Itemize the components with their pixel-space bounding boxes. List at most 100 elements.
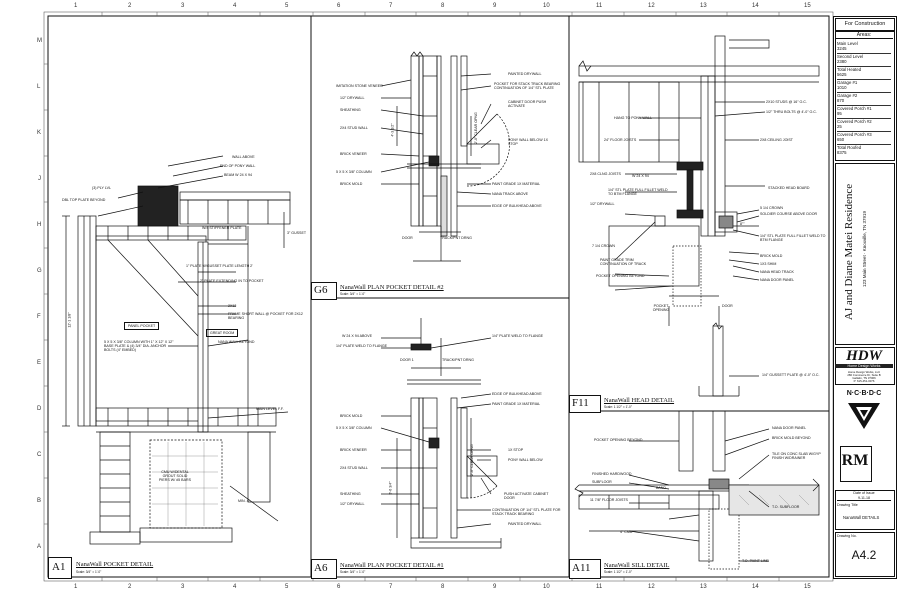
a6-note-brick-mold: BRICK MOLD <box>340 414 363 418</box>
drawing-no-label: Drawing No. <box>837 534 857 538</box>
a1-title: NanaWall POCKET DETAIL <box>76 561 154 568</box>
area-label: Total Heated <box>837 67 862 72</box>
area-value: 650 <box>837 137 845 142</box>
detail-f11-drawing <box>578 35 820 397</box>
grid-col-12: 12 <box>648 3 655 9</box>
a6-scale: Scale: 3/4" = 1'-0" <box>340 570 366 574</box>
grid-col-14-bottom: 14 <box>752 584 759 590</box>
f11-note-paint-grade: PAINT GRADE TRIM CONTINUATION OF TRACK <box>600 258 647 266</box>
a6-note-plate-left: 1/4" PLATE WELD TO FLANGE <box>336 344 388 348</box>
grid-row-J: J <box>38 176 41 182</box>
area-value: 870 <box>837 98 845 103</box>
grid-col-4: 4 <box>233 3 237 9</box>
a11-note-hardwood: FINISHED HARDWOOD <box>592 472 632 476</box>
grid-col-13-bottom: 13 <box>700 584 707 590</box>
grid-row-M: M <box>37 38 42 44</box>
date-issue-label: Date of Issue <box>853 491 875 495</box>
status-box: For Construction <box>835 18 895 31</box>
ncbdc-logo: N·C·B·D·C <box>846 390 882 397</box>
f11-note-door: DOOR <box>722 304 733 308</box>
a6-title-id: A6 <box>314 562 328 574</box>
g6-note-drywall: 1/2" DRYWALL <box>340 96 365 100</box>
f11-note-crown-7: 7 1/4 CROWN <box>592 244 615 248</box>
f11-note-dim-8: 8"" <box>740 222 745 226</box>
area-label: Main Level <box>837 41 858 46</box>
meta-box <box>835 490 895 530</box>
a6-note-plate-right: 1/4" PLATE WELD TO FLANGE <box>492 334 544 338</box>
a1-note-end-pony-wall: END OF PONY WALL <box>220 164 256 168</box>
f11-note-2x8-ceiling: 2X8 CEILING JOIST <box>760 138 793 142</box>
a11-note-subfloor: SUBFLOOR <box>592 480 612 484</box>
grid-row-F: F <box>37 314 41 320</box>
grid-col-6-bottom: 6 <box>337 584 341 590</box>
area-label: Garage #1 <box>837 80 858 85</box>
a1-title-id: A1 <box>52 561 66 573</box>
rm-logo-box <box>840 446 872 482</box>
g6-note-door: DOOR <box>402 236 413 240</box>
grid-col-9-bottom: 9 <box>493 584 497 590</box>
grid-col-7-bottom: 7 <box>389 584 393 590</box>
detail-a11-drawing <box>574 411 820 570</box>
a1-note-wall-above: WALL ABOVE <box>232 155 255 159</box>
grid-row-E: E <box>37 360 42 366</box>
area-value: 5625 <box>837 72 847 77</box>
grid-col-4-bottom: 4 <box>233 584 237 590</box>
f11-note-gusset: 1/4" GUSSETT PLATE @ 4'-0" O.C. <box>762 373 820 377</box>
g6-note-pony: PONY WALL BELOW 1X STOP <box>508 138 549 146</box>
g6-note-brick-veneer: BRICK VENEER <box>340 152 367 156</box>
areas-heading: Areas: <box>835 32 893 39</box>
project-address: 123 Main Street · Knoxville, TN 37919 <box>862 211 867 287</box>
grid-row-A: A <box>37 544 42 550</box>
detail-g6-drawing <box>380 51 510 262</box>
grid-row-B: B <box>37 498 42 504</box>
grid-col-3-bottom: 3 <box>181 584 185 590</box>
f11-note-hang: HANG TO PONY WALL <box>614 116 653 120</box>
area-value: 95 <box>837 111 842 116</box>
g6-note-painted-drywall: PAINTED DRYWALL <box>508 72 542 76</box>
a11-note-paint-line: T.O. PAINT LINE <box>742 559 769 563</box>
a6-note-track: TRACK/PNT DRNG <box>442 358 474 362</box>
a11-scale: Scale: 1 1/2" = 1'-0" <box>604 570 632 574</box>
grid-col-5-bottom: 5 <box>285 584 289 590</box>
a1-note-column: 5 X 5 X 3/8" COLUMN WITH 1" X 12" X 12" … <box>104 340 174 352</box>
area-value: 25 <box>837 124 842 129</box>
grid-row-G: G <box>37 268 42 274</box>
hdw-contact-3: Gallatin, TN 37066 <box>852 376 876 380</box>
a1-note-plate-ext: 2" PLATE EXTENDING IN TO POCKET <box>200 279 264 283</box>
g6-note-sheathing: SHEATHING <box>340 108 361 112</box>
a6-note-column: 5 X 5 X 3/8" COLUMN <box>336 426 372 430</box>
grid-col-13: 13 <box>700 3 707 9</box>
a11-title-id-box <box>569 559 601 579</box>
a1-note-plate-length: 1" PLATE W/GUSSET PLATE LENGTH 2' <box>186 264 253 268</box>
hdw-contact-1: Home Design Works, LLC <box>847 370 881 374</box>
grid-col-1: 1 <box>74 3 78 9</box>
g6-note-nana-track: NANA TRACK ABOVE <box>492 192 529 196</box>
f11-note-shim: 1X3 SHIM <box>760 262 777 266</box>
a6-note-stop: 1X STOP <box>508 448 524 452</box>
grid-col-8-bottom: 8 <box>441 584 445 590</box>
grid-col-2: 2 <box>128 3 132 9</box>
f11-title-id: F11 <box>572 397 589 409</box>
a11-note-brick-mold: BRICK MOLD BEYOND <box>772 436 811 440</box>
area-value: 8375 <box>837 150 847 155</box>
grid-col-15-bottom: 15 <box>804 584 811 590</box>
hdw-contact-2: 280 Commerce Dr, Suite B <box>847 373 881 377</box>
a11-title-id: A11 <box>572 562 591 574</box>
g6-note-column: 5 X 5 X 3/8" COLUMN <box>336 170 372 174</box>
a1-title-id-box <box>48 557 72 579</box>
area-value: 3245 <box>837 46 847 51</box>
area-value: 2380 <box>837 59 847 64</box>
f11-title: NanaWall HEAD DETAIL <box>604 397 675 404</box>
f11-note-stl-plate-right: 1/4" STL PLATE FULL FILLET WELD TO BTM F… <box>760 234 826 242</box>
grid-col-10-bottom: 10 <box>543 584 550 590</box>
grid-col-11-bottom: 11 <box>596 584 603 590</box>
g6-title-id: G6 <box>314 284 328 296</box>
a1-note-nana-wall-beyond: NANA WALL BEYOND <box>218 340 255 344</box>
grid-col-14: 14 <box>752 3 759 9</box>
grid-row-L: L <box>37 84 41 90</box>
a6-note-beam-above: W 24 X 94 ABOVE <box>342 334 372 338</box>
a6-note-drywall: 1/2" DRYWALL <box>340 502 365 506</box>
